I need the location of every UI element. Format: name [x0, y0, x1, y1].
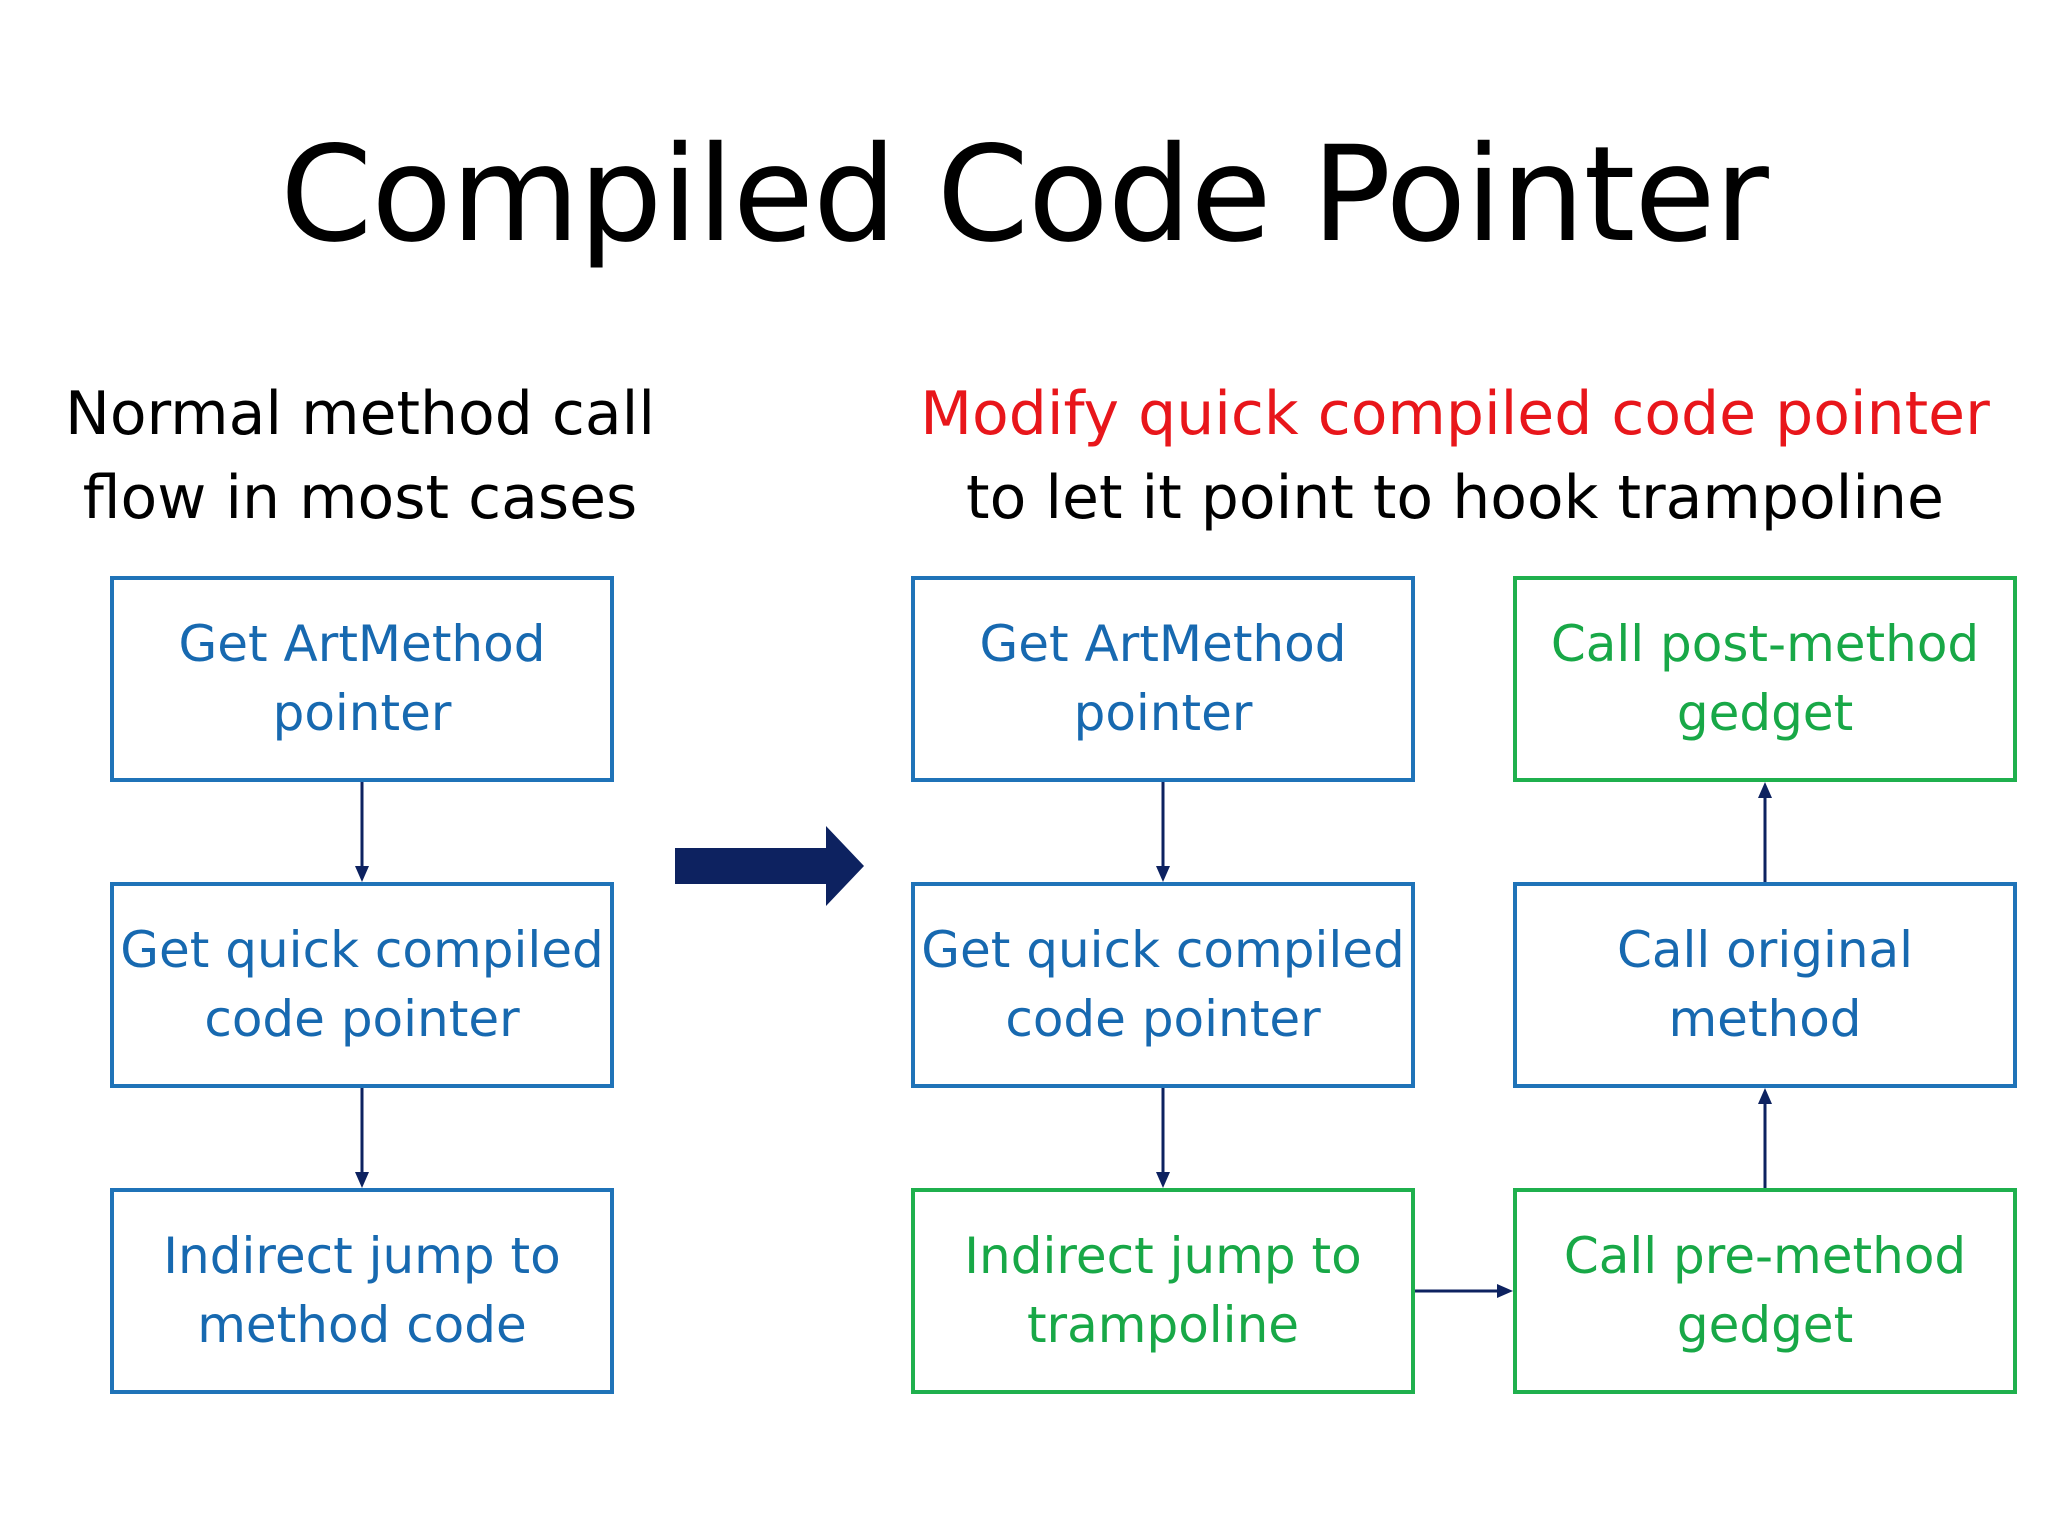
arrow-up-to-post-method [1758, 782, 1772, 882]
box-label-line-1: Get quick compiled [921, 921, 1405, 979]
arrow-down-normal-1 [355, 782, 369, 882]
box-label-line-1: Get quick compiled [120, 921, 604, 979]
box-label-line-1: Call post-method [1550, 615, 1980, 673]
box-label-line-2: gedget [1676, 1296, 1854, 1354]
arrow-right-to-pre-method [1415, 1284, 1513, 1298]
normal-flow-caption-line-1: Normal method call [64, 379, 656, 449]
box-label-line-2: pointer [1073, 684, 1253, 742]
box-label-line-2: trampoline [1026, 1296, 1300, 1354]
box-label-line-1: Call pre-method [1563, 1227, 1967, 1285]
box-label-line-2: method [1668, 990, 1862, 1048]
box-label-line-2: gedget [1676, 684, 1854, 742]
normal-flow-caption: Normal method call flow in most cases [50, 372, 670, 540]
transform-arrow-icon [675, 826, 864, 906]
hooked-get-quick-code-box: Get quick compiled code pointer [911, 882, 1415, 1088]
box-label-line-2: code pointer [204, 990, 520, 1048]
arrow-down-hooked-1 [1156, 782, 1170, 882]
box-label-line-1: Indirect jump to [163, 1227, 561, 1285]
box-label-line-2: code pointer [1005, 990, 1321, 1048]
normal-get-quick-code-box: Get quick compiled code pointer [110, 882, 614, 1088]
arrow-down-normal-2 [355, 1088, 369, 1188]
original-method-box: Call original method [1513, 882, 2017, 1088]
box-label-line-1: Call original [1616, 921, 1914, 979]
arrow-up-to-original [1758, 1088, 1772, 1188]
box-label-line-2: pointer [272, 684, 452, 742]
modified-flow-caption: Modify quick compiled code pointer to le… [900, 372, 2010, 540]
normal-indirect-jump-box: Indirect jump to method code [110, 1188, 614, 1394]
normal-get-artmethod-box: Get ArtMethod pointer [110, 576, 614, 782]
normal-flow-caption-line-2: flow in most cases [82, 463, 638, 533]
arrow-down-hooked-2 [1156, 1088, 1170, 1188]
box-label-line-1: Get ArtMethod [178, 615, 546, 673]
modified-flow-caption-highlight: Modify quick compiled code pointer [920, 379, 1990, 449]
slide-title: Compiled Code Pointer [280, 118, 1769, 272]
box-label-line-1: Indirect jump to [964, 1227, 1362, 1285]
modified-flow-caption-line-2: to let it point to hook trampoline [966, 463, 1944, 533]
pre-method-gadget-box: Call pre-method gedget [1513, 1188, 2017, 1394]
post-method-gadget-box: Call post-method gedget [1513, 576, 2017, 782]
hooked-indirect-jump-box: Indirect jump to trampoline [911, 1188, 1415, 1394]
hooked-get-artmethod-box: Get ArtMethod pointer [911, 576, 1415, 782]
box-label-line-1: Get ArtMethod [979, 615, 1347, 673]
box-label-line-2: method code [197, 1296, 527, 1354]
